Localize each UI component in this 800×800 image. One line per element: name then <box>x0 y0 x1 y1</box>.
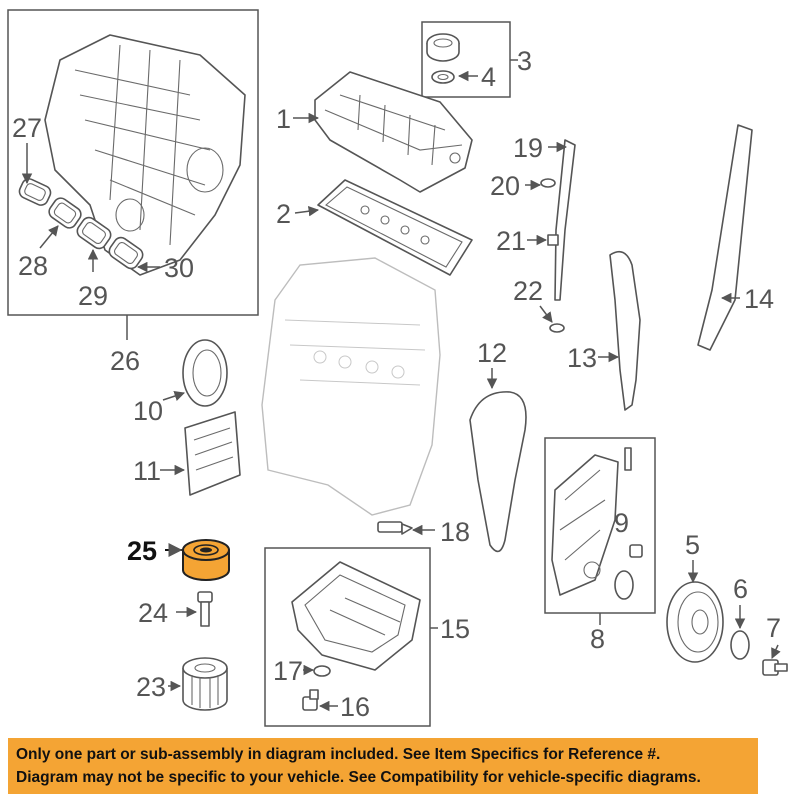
oil-cooler-part-highlighted <box>180 539 230 581</box>
timing-cover-bolt-9 <box>629 544 643 558</box>
oil-pan-group-box <box>264 547 431 727</box>
oil-filter-part <box>182 657 228 711</box>
head-cover-gasket-part <box>317 179 473 276</box>
callout-7: 7 <box>766 613 781 643</box>
crankshaft-pulley-part <box>666 581 724 663</box>
callout-9: 9 <box>614 508 629 538</box>
callout-15: 15 <box>440 614 470 644</box>
drain-plug-gasket-part <box>313 665 331 677</box>
callout-16: 16 <box>340 692 370 722</box>
intake-manifold-part <box>44 34 246 276</box>
intake-gasket-28 <box>48 197 82 229</box>
callout-6: 6 <box>733 574 748 604</box>
callout-10: 10 <box>133 396 163 426</box>
callout-22: 22 <box>513 276 543 306</box>
dipstick-tube-o-ring-part <box>549 323 565 333</box>
callout-30: 30 <box>164 253 194 283</box>
dipstick-part <box>554 139 576 301</box>
oil-filler-cap-part <box>426 33 460 62</box>
callout-21: 21 <box>496 226 526 256</box>
callout-4: 4 <box>481 62 496 92</box>
oil-pan-part <box>291 561 421 671</box>
callout-20: 20 <box>490 171 520 201</box>
pulley-bolt-part <box>762 659 788 676</box>
callout-11: 11 <box>133 456 161 486</box>
pulley-washer-part <box>730 630 750 660</box>
callout-12: 12 <box>477 338 507 368</box>
callout-27: 27 <box>12 113 42 143</box>
callout-18: 18 <box>440 517 470 547</box>
callout-25: 25 <box>127 536 157 566</box>
callout-29: 29 <box>78 281 108 311</box>
dipstick-clip-part <box>547 234 559 246</box>
intake-gasket-29 <box>76 216 112 250</box>
timing-chain-part <box>469 391 527 553</box>
oil-separator-part <box>184 411 241 496</box>
callout-13: 13 <box>567 343 597 373</box>
callout-26: 26 <box>110 346 140 376</box>
callout-23: 23 <box>136 672 166 702</box>
callout-19: 19 <box>513 133 543 163</box>
callout-24: 24 <box>138 598 168 628</box>
drain-plug-part <box>302 689 319 711</box>
callout-1: 1 <box>276 104 291 134</box>
timing-cover-seal-part <box>614 570 634 600</box>
intake-gasket-27 <box>18 178 52 206</box>
callout-14: 14 <box>744 284 774 314</box>
dowel-pin-part <box>624 447 632 471</box>
notice-banner: Only one part or sub-assembly in diagram… <box>8 738 758 794</box>
crankshaft-seal-part <box>182 339 228 407</box>
dipstick-o-ring-part <box>540 178 556 188</box>
callout-5: 5 <box>685 530 700 560</box>
callout-2: 2 <box>276 199 291 229</box>
notice-line-1: Only one part or sub-assembly in diagram… <box>16 746 661 763</box>
callout-17: 17 <box>273 656 303 686</box>
notice-line-2: Diagram may not be specific to your vehi… <box>16 769 701 786</box>
callout-28: 28 <box>18 251 48 281</box>
timing-cover-part <box>551 454 619 596</box>
cylinder-head-cover-part <box>314 71 473 193</box>
chain-guide-part <box>609 250 641 411</box>
callout-8: 8 <box>590 624 605 654</box>
sensor-part <box>377 521 413 535</box>
parts-diagram: 1 2 3 4 5 6 7 8 9 10 11 12 13 14 15 16 1… <box>7 9 788 727</box>
intake-manifold-group-box <box>7 9 259 316</box>
callout-3: 3 <box>517 46 532 76</box>
cap-seal-part <box>431 70 455 84</box>
oil-filter-fitting-part <box>197 591 213 627</box>
engine-block-outline <box>261 257 441 516</box>
chain-tensioner-arm-part <box>697 124 753 351</box>
